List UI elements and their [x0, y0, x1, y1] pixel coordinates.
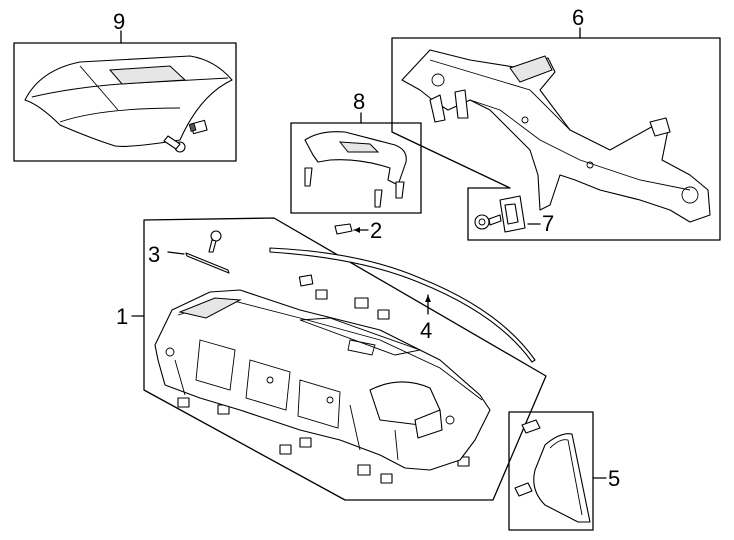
- panel-clips: [177, 274, 470, 484]
- bracket-7: [499, 195, 526, 233]
- hanger-beam: [401, 49, 711, 223]
- column-cover-clips: [304, 167, 405, 208]
- callout-2: 2: [370, 218, 382, 243]
- callout-9: 9: [113, 9, 125, 34]
- part-3-strip: 3: [148, 242, 230, 274]
- part-1-frame: [143, 217, 547, 501]
- column-cover: [304, 131, 407, 186]
- part-1-group: 1 3 4: [116, 217, 547, 501]
- callout-3: 3: [148, 242, 160, 267]
- callout-6: 6: [572, 5, 584, 30]
- panel-screw: [208, 230, 222, 253]
- side-cover-clips: [514, 419, 541, 497]
- upper-cover-panel: [24, 55, 233, 147]
- callout-4: 4: [420, 318, 432, 343]
- callout-7: 7: [542, 211, 554, 236]
- part-6-frame: [391, 37, 721, 241]
- part-5-frame: [508, 411, 594, 531]
- part-8-frame: [290, 122, 422, 214]
- part-9-frame: [13, 42, 237, 162]
- bracket-7-bolt: [474, 214, 502, 230]
- part-5-group: 5: [508, 411, 620, 531]
- callout-5: 5: [608, 466, 620, 491]
- callout-1: 1: [116, 304, 128, 329]
- side-cover: [533, 433, 591, 523]
- cover-clip: [188, 119, 208, 135]
- part-4-molding: 4: [269, 247, 536, 363]
- part-2-clip: 2: [334, 218, 382, 243]
- part-9-group: 9: [13, 9, 237, 162]
- part-6-group: 6 7: [391, 5, 721, 241]
- instrument-panel: [154, 289, 491, 471]
- callout-8: 8: [353, 89, 365, 114]
- cover-screw: [163, 135, 186, 153]
- part-8-group: 8: [290, 89, 422, 214]
